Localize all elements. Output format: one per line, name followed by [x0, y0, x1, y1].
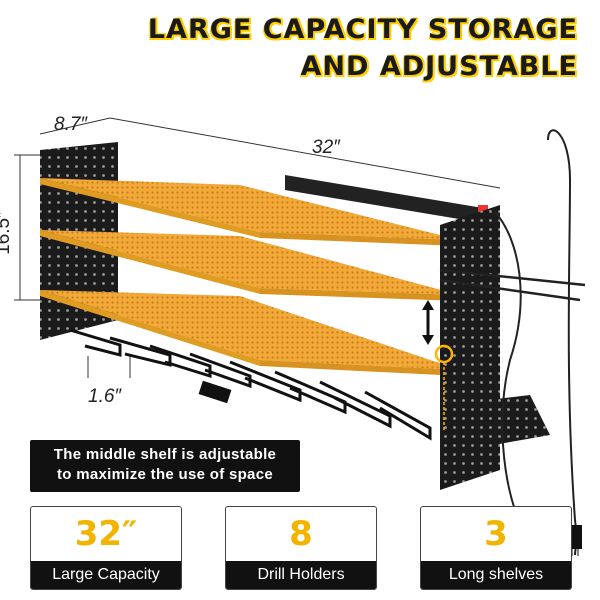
shelf-bottom	[40, 290, 460, 376]
power-cord	[494, 129, 578, 556]
holder-spacing-label: 1.6″	[88, 386, 122, 407]
width-dimension-label: 32″	[312, 137, 340, 158]
depth-dimension-label: 8.7″	[54, 114, 88, 135]
adjust-arrow-icon	[422, 300, 434, 345]
headline-line-1: LARGE CAPACITY STORAGE	[147, 14, 578, 45]
power-strip	[285, 175, 495, 225]
shelf-top	[40, 178, 460, 246]
feature-value: 3	[484, 514, 508, 554]
feature-label: Long shelves	[421, 561, 571, 589]
feature-card-capacity: 32″ Large Capacity	[30, 506, 182, 590]
drill-holders	[69, 328, 432, 441]
shelf-middle	[40, 230, 460, 301]
feature-label: Large Capacity	[31, 561, 181, 589]
hanger-bars	[439, 268, 586, 302]
feature-value: 32″	[74, 514, 138, 554]
callout-line-1: The middle shelf is adjustable	[53, 446, 277, 463]
dimension-lines	[14, 117, 501, 378]
feature-label: Drill Holders	[226, 561, 376, 589]
headline-line-2: AND ADJUSTABLE	[300, 51, 578, 82]
callout-line-2: to maximize the use of space	[57, 466, 273, 483]
feature-card-shelves: 3 Long shelves	[420, 506, 572, 590]
height-dimension-label: 16.5″	[0, 211, 14, 255]
mount-bracket	[198, 380, 232, 404]
adjustable-shelf-callout: The middle shelf is adjustable to maximi…	[30, 440, 300, 492]
accessory-basket	[445, 395, 550, 450]
feature-value: 8	[289, 514, 313, 554]
feature-card-drill-holders: 8 Drill Holders	[225, 506, 377, 590]
